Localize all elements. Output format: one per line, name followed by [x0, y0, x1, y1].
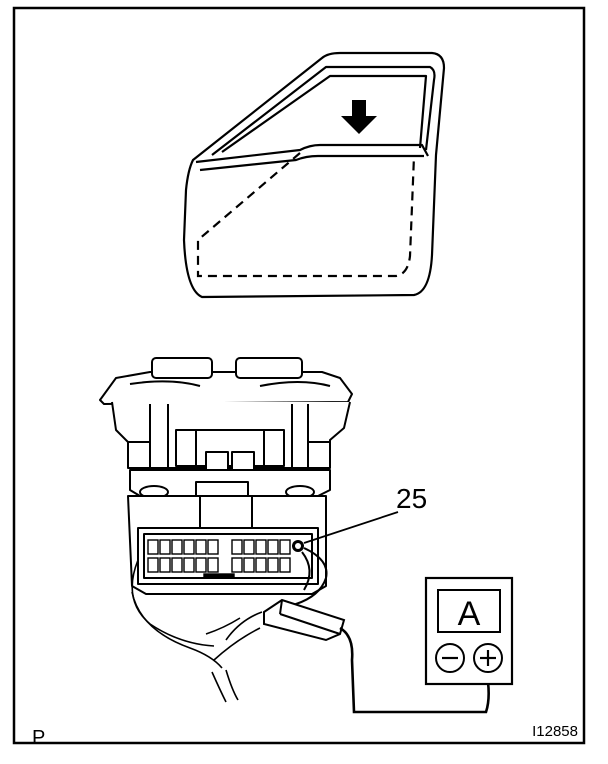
meter-lead [339, 626, 490, 714]
corner-mark: P [32, 727, 45, 749]
connector-terminals [147, 539, 291, 579]
terminal-25-leader [303, 511, 399, 544]
ammeter-display: A [458, 595, 481, 633]
harness-wires [131, 559, 263, 703]
test-lead-clip [263, 598, 346, 642]
ammeter-icon: A [424, 576, 514, 686]
terminal-25-probe [292, 540, 304, 552]
terminal-25-label: 25 [396, 483, 427, 514]
power-window-switch [99, 357, 353, 595]
car-door [182, 51, 446, 299]
figure-frame [12, 6, 586, 745]
figure-id: I12858 [532, 723, 578, 740]
lowered-glass-outline [196, 152, 416, 278]
down-arrow-icon [341, 100, 377, 134]
